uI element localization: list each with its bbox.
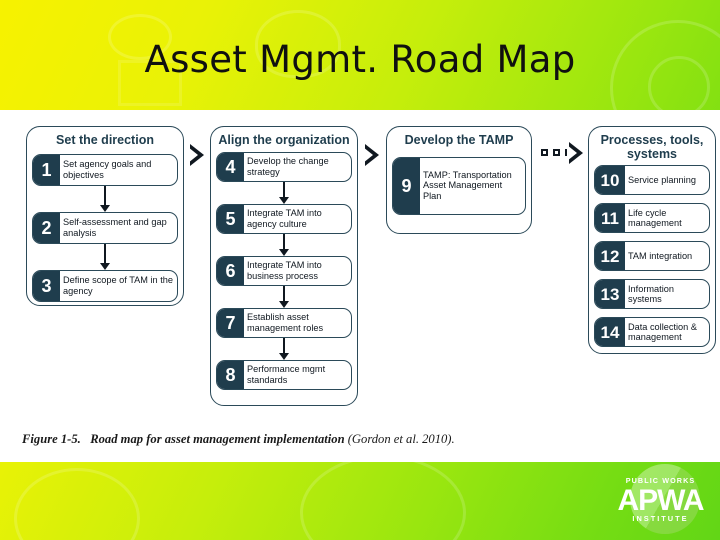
connector-arrow-4-5 [279, 181, 289, 204]
step-label: Self-assessment and gap analysis [63, 217, 167, 238]
column-processes-tools-systems: Processes, tools, systems 10 Service pla… [588, 126, 716, 354]
column-title: Align the organization [218, 133, 350, 147]
step-number: 1 [33, 154, 60, 185]
step-label: TAMP: Transportation Asset Management Pl… [423, 170, 512, 201]
step-number: 8 [217, 360, 244, 389]
dot-square-icon [541, 149, 548, 156]
caption-text: Road map for asset management implementa… [90, 432, 345, 446]
step-2[interactable]: 2 Self-assessment and gap analysis [32, 211, 178, 244]
roadmap-figure: Set the direction 1 Set agency goals and… [18, 122, 716, 422]
figure-caption: Figure 1-5. Road map for asset managemen… [22, 432, 682, 447]
step-number: 13 [595, 280, 625, 308]
apwa-logo: PUBLIC WORKS APWA INSTITUTE [608, 462, 713, 538]
watermark-circle-5 [300, 455, 466, 540]
step-7[interactable]: 7 Establish asset management roles [216, 307, 352, 338]
page-title: Asset Mgmt. Road Map [144, 38, 576, 81]
step-label: Information systems [628, 283, 674, 304]
step-label: Integrate TAM into agency culture [247, 208, 322, 229]
column-title: Processes, tools, systems [600, 133, 704, 161]
watermark-circle-2 [255, 10, 341, 78]
step-list: 9 TAMP: Transportation Asset Management … [387, 156, 531, 215]
step-12[interactable]: 12 TAM integration [594, 241, 710, 271]
step-4[interactable]: 4 Develop the change strategy [216, 151, 352, 182]
step-10[interactable]: 10 Service planning [594, 165, 710, 195]
step-label: Data collection & management [628, 321, 697, 342]
logo-disc [630, 464, 700, 534]
step-number: 12 [595, 242, 625, 270]
step-3[interactable]: 3 Define scope of TAM in the agency [32, 269, 178, 302]
step-number: 6 [217, 256, 244, 285]
column-set-the-direction: Set the direction 1 Set agency goals and… [26, 126, 184, 306]
step-label: Define scope of TAM in the agency [63, 275, 173, 296]
watermark-rect-1 [118, 60, 182, 106]
logo-disc-shade [630, 464, 700, 534]
caption-number: Figure 1-5. [22, 432, 81, 446]
caption-citation: (Gordon et al. 2010). [347, 432, 455, 446]
step-5[interactable]: 5 Integrate TAM into agency culture [216, 203, 352, 234]
step-label: Establish asset management roles [247, 312, 324, 333]
step-number: 14 [595, 318, 625, 346]
step-9[interactable]: 9 TAMP: Transportation Asset Management … [392, 156, 526, 215]
content-panel: Set the direction 1 Set agency goals and… [0, 110, 720, 462]
step-number: 4 [217, 152, 244, 181]
step-label: Develop the change strategy [247, 156, 329, 177]
step-number: 11 [595, 204, 625, 232]
step-number: 3 [33, 270, 60, 301]
step-1[interactable]: 1 Set agency goals and objectives [32, 153, 178, 186]
connector-arrow-7-8 [279, 337, 289, 360]
step-number: 5 [217, 204, 244, 233]
step-label: Set agency goals and objectives [63, 159, 152, 180]
step-14[interactable]: 14 Data collection & management [594, 317, 710, 347]
step-list: 1 Set agency goals and objectives 2 Self… [27, 153, 183, 302]
logo-bottom-text: INSTITUTE [632, 514, 689, 523]
chevron-arrow-3 [567, 142, 583, 164]
column-title: Develop the TAMP [404, 133, 514, 147]
step-label: Service planning [628, 174, 696, 185]
step-label: TAM integration [628, 250, 693, 261]
logo-main-text: APWA [617, 484, 705, 517]
step-13[interactable]: 13 Information systems [594, 279, 710, 309]
column-develop-the-tamp: Develop the TAMP 9 TAMP: Transportation … [386, 126, 532, 234]
step-number: 2 [33, 212, 60, 243]
connector-arrow-1-2 [100, 185, 110, 212]
connector-arrow-2-3 [100, 243, 110, 270]
column-align-the-organization: Align the organization 4 Develop the cha… [210, 126, 358, 406]
step-number: 9 [393, 157, 420, 214]
column-title: Set the direction [56, 133, 154, 147]
watermark-circle-6 [14, 468, 140, 540]
dot-square-icon [553, 149, 560, 156]
step-8[interactable]: 8 Performance mgmt standards [216, 359, 352, 390]
connector-arrow-6-7 [279, 285, 289, 308]
watermark-circle-1 [108, 14, 172, 60]
step-list: 4 Develop the change strategy 5 Integrat… [211, 151, 357, 390]
step-label: Integrate TAM into business process [247, 260, 322, 281]
step-6[interactable]: 6 Integrate TAM into business process [216, 255, 352, 286]
step-label: Life cycle management [628, 207, 682, 228]
connector-arrow-5-6 [279, 233, 289, 256]
chevron-arrow-2 [363, 144, 379, 166]
step-11[interactable]: 11 Life cycle management [594, 203, 710, 233]
chevron-arrow-1 [188, 144, 204, 166]
step-number: 10 [595, 166, 625, 194]
logo-top-text: PUBLIC WORKS [625, 476, 696, 485]
step-label: Performance mgmt standards [247, 364, 326, 385]
step-list: 10 Service planning 11 Life cycle manage… [589, 165, 715, 347]
step-number: 7 [217, 308, 244, 337]
